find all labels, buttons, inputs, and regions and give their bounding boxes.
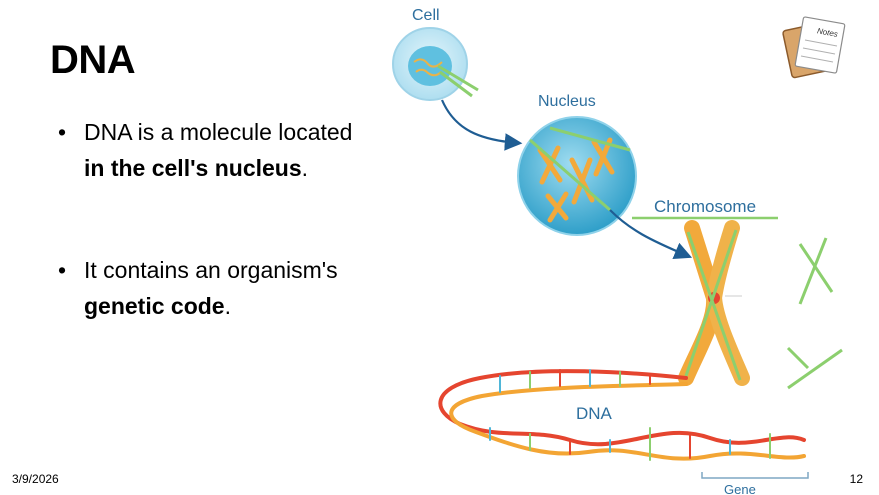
bullet-bold-text: in the cell's nucleus <box>84 155 302 181</box>
dna-diagram: Cell Nucleus <box>392 7 846 495</box>
gene-label: Gene <box>724 482 756 495</box>
bullet-bold-text: genetic code <box>84 293 225 319</box>
cell-illustration <box>392 27 479 101</box>
bullet-marker: • <box>58 119 67 145</box>
page-number: 12 <box>849 472 863 486</box>
bullet-text: It contains an organism's genetic code. <box>84 252 444 324</box>
chromosome-label: Chromosome <box>654 197 756 216</box>
footer-date: 3/9/2026 <box>12 472 59 486</box>
bullet-end: . <box>224 293 231 319</box>
chromosome-illustration <box>678 220 750 386</box>
bullet-line: DNA is a molecule located <box>84 119 353 145</box>
dna-helix <box>438 369 806 461</box>
bullet-end: . <box>301 155 309 181</box>
bullet-marker: • <box>58 257 67 283</box>
dna-label: DNA <box>576 404 613 423</box>
nucleus-illustration <box>517 116 637 236</box>
cell-label: Cell <box>412 7 440 24</box>
bullet-line: It contains an organism's <box>84 257 338 283</box>
annotation-marks <box>786 237 843 390</box>
slide-title: DNA <box>50 38 136 82</box>
arrow-cell-to-nucleus <box>440 99 523 151</box>
notes-icon: Notes <box>782 16 846 79</box>
arrow-nucleus-to-chromosome <box>609 209 693 259</box>
nucleus-label: Nucleus <box>538 93 596 110</box>
gene-bracket <box>701 472 809 479</box>
bullet-text: DNA is a molecule located in the cell's … <box>84 114 444 186</box>
notes-icon-text: Notes <box>816 26 838 38</box>
